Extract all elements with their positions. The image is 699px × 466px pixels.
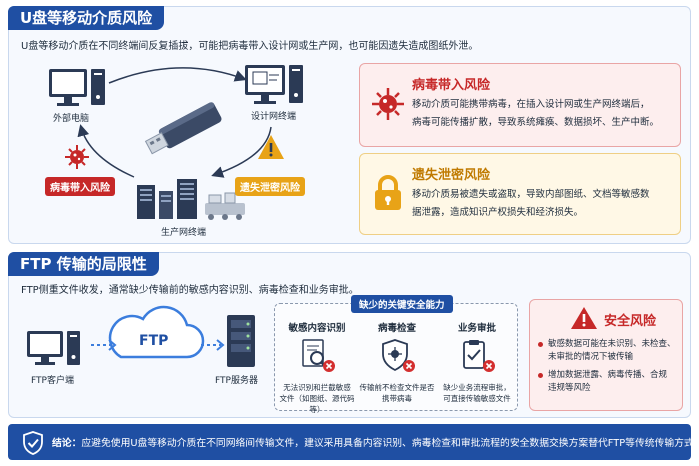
leak-risk-card: 遗失泄密风险 移动介质易被遗失或盗取，导致内部图纸、文档等敏感数 据泄露，造成知… xyxy=(359,153,681,235)
leak-risk-tag: 遗失泄密风险 xyxy=(235,177,305,196)
ftp-cloud-label: FTP xyxy=(139,333,169,349)
security-risk-bullet: 增加数据泄露、病毒传播、合规 违规等风险 xyxy=(538,369,676,395)
conclusion-bar: 结论：应避免使用U盘等移动介质在不同网络间传输文件，建议采用具备内容识别、病毒检… xyxy=(8,424,699,460)
ftp-limit-panel: FTP 传输的局限性 FTP侧重文件收发，通常缺少传输前的敏感内容识别、病毒检查… xyxy=(8,252,691,418)
virus-icon xyxy=(65,145,89,169)
arrow-production-to-external xyxy=(77,124,135,178)
shield-virus-icon xyxy=(382,339,415,372)
arrow-design-to-production xyxy=(211,126,272,178)
ftp-server-icon xyxy=(227,315,255,367)
virus-risk-card: 病毒带入风险 移动介质可能携带病毒，在插入设计网或生产网终端后， 病毒可能传播扩… xyxy=(359,63,681,147)
design-terminal-label: 设计网终端 xyxy=(251,112,297,122)
ftp-client-icon xyxy=(27,331,80,365)
production-terminal-icon xyxy=(137,179,245,220)
usb-drive-icon xyxy=(144,102,222,155)
ftp-limit-title: FTP 传输的局限性 xyxy=(8,252,159,276)
conclusion-text: 结论：应避免使用U盘等移动介质在不同网络间传输文件，建议采用具备内容识别、病毒检… xyxy=(52,438,699,449)
ftp-flow-diagram xyxy=(27,305,255,367)
ftp-cloud-icon xyxy=(108,305,205,359)
virus-risk-tag: 病毒带入风险 xyxy=(45,177,115,196)
security-risk-bullet: 敏感数据可能在未识别、未检查、 未审批的情况下被传输 xyxy=(538,338,676,364)
lock-icon xyxy=(375,175,401,210)
capability-content-detection: 敏感内容识别 无法识别和拦截敏感文件（如图纸、源代码等） xyxy=(279,323,355,414)
security-risk-title: 安全风险 xyxy=(604,314,657,329)
ftp-limit-description: FTP侧重文件收发，通常缺少传输前的敏感内容识别、病毒检查和业务审批。 xyxy=(21,285,359,296)
virus-card-icon xyxy=(372,88,404,120)
usb-risk-title: U盘等移动介质风险 xyxy=(8,6,165,30)
virus-card-title: 病毒带入风险 xyxy=(412,78,491,93)
arrow-external-to-design xyxy=(108,67,247,84)
usb-risk-panel: U盘等移动介质风险 U盘等移动介质在不同终端间反复插拔，可能把病毒带入设计网或生… xyxy=(8,6,691,244)
security-risk-bullets: 敏感数据可能在未识别、未检查、 未审批的情况下被传输 增加数据泄露、病毒传播、合… xyxy=(538,338,676,395)
usb-risk-description: U盘等移动介质在不同终端间反复插拔，可能把病毒带入设计网或生产网，也可能因遗失造… xyxy=(21,41,479,52)
virus-card-text: 移动介质可能携带病毒，在插入设计网或生产网终端后， 病毒可能传播扩散，导致系统瘫… xyxy=(412,99,660,128)
clipboard-check-icon xyxy=(463,340,495,372)
ftp-client-label: FTP客户端 xyxy=(31,376,74,386)
external-pc-icon xyxy=(49,69,105,106)
document-search-icon xyxy=(302,339,335,372)
capability-approval: 业务审批 缺少业务流程审批，可直接传输敏感文件 xyxy=(443,323,511,403)
alert-triangle-icon xyxy=(571,307,597,329)
design-terminal-icon xyxy=(245,65,303,104)
missing-capabilities-title: 缺少的关键安全能力 xyxy=(351,295,453,313)
leak-card-title: 遗失泄密风险 xyxy=(412,168,491,183)
missing-capabilities-box: 缺少的关键安全能力 敏感内容识别 无法识别和拦截敏感文件（如图纸、源代码等） 病… xyxy=(274,295,518,414)
external-pc-label: 外部电脑 xyxy=(53,114,90,124)
capability-virus-check: 病毒检查 传输前不检查文件是否携带病毒 xyxy=(359,323,435,403)
production-terminal-label: 生产网终端 xyxy=(161,228,207,238)
security-risk-card: 安全风险 敏感数据可能在未识别、未检查、 未审批的情况下被传输 增加数据泄露、病… xyxy=(529,299,683,411)
usb-flow-diagram xyxy=(49,65,303,220)
warning-icon xyxy=(258,135,284,159)
shield-check-icon xyxy=(23,431,43,455)
leak-card-text: 移动介质易被遗失或盗取，导致内部图纸、文档等敏感数 据泄露，造成知识产权损失和经… xyxy=(412,189,650,218)
ftp-server-label: FTP服务器 xyxy=(215,376,258,386)
